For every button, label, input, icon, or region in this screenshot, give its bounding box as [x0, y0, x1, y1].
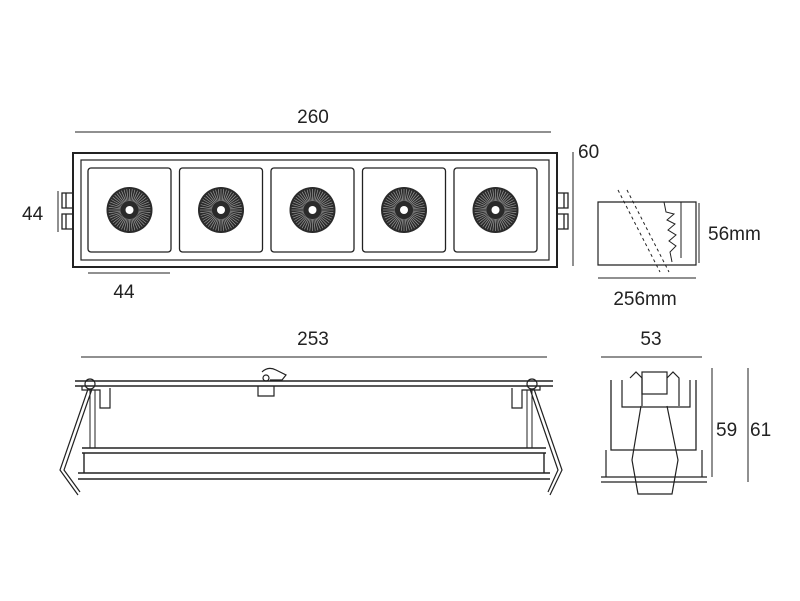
- end-spring-loop: [631, 405, 679, 495]
- end-top-block: [641, 371, 668, 395]
- lens-cell: [453, 167, 538, 253]
- lens-ribs: [108, 189, 151, 231]
- cutout-serrated-edge: [663, 201, 677, 263]
- dim-label-59: 59: [716, 420, 737, 441]
- lens-ribs: [291, 189, 334, 231]
- lens-cell-frame: [270, 167, 355, 253]
- lens-cell: [270, 167, 355, 253]
- dim-label-256mm: 256mm: [613, 289, 676, 310]
- left-clip-top: [61, 192, 73, 209]
- side-left-block: [81, 386, 111, 409]
- side-right-spring: [529, 388, 563, 496]
- frame-outer: [72, 152, 558, 268]
- lens-led: [125, 206, 134, 214]
- top-view: 260 60 44 44: [22, 107, 599, 303]
- lens-cell: [361, 167, 447, 253]
- dim-label-56mm: 56mm: [708, 224, 761, 245]
- side-left-spring: [59, 388, 93, 496]
- end-inner-housing: [621, 380, 691, 408]
- lens-led: [308, 206, 317, 214]
- lens-cell-frame: [87, 167, 172, 253]
- end-base: [601, 450, 707, 483]
- side-centre-screw: [262, 374, 270, 382]
- lens-cell: [178, 167, 264, 253]
- lens-led: [217, 206, 225, 214]
- frame-inner: [80, 159, 550, 261]
- lens-ribs: [383, 189, 425, 231]
- lens-cell: [87, 167, 172, 253]
- side-left-pivot: [84, 378, 96, 390]
- lens-led: [400, 206, 408, 214]
- right-clip-top: [557, 192, 569, 209]
- dim-label-61: 61: [750, 420, 771, 441]
- side-centre-bracket: [257, 367, 287, 397]
- end-view: 53 59 61: [601, 329, 771, 495]
- cutout-outline: [597, 201, 697, 266]
- right-clip-bottom: [557, 213, 569, 230]
- end-body-outline: [610, 380, 697, 451]
- lens-cell-frame: [453, 167, 538, 253]
- lens-ribs: [474, 189, 517, 231]
- side-right-block: [511, 386, 541, 409]
- side-body: [78, 447, 550, 480]
- dim-label-44-horizontal: 44: [113, 282, 135, 303]
- end-clip-posts: [629, 371, 680, 406]
- lens-led: [491, 206, 500, 214]
- dim-label-44-vertical: 44: [22, 204, 44, 225]
- lens-ribs: [200, 189, 242, 231]
- lens-cell-frame: [361, 167, 447, 253]
- lens-cell-frame: [178, 167, 264, 253]
- dim-label-60: 60: [578, 142, 599, 163]
- dim-label-53: 53: [640, 329, 661, 350]
- lens-cells: [87, 167, 538, 253]
- dim-label-253: 253: [297, 329, 329, 350]
- side-top-rail: [75, 380, 553, 387]
- cutout-view: 56mm 256mm: [597, 189, 761, 310]
- side-right-pivot: [526, 378, 538, 390]
- side-view: 253: [59, 329, 563, 496]
- dim-label-260: 260: [297, 107, 329, 128]
- side-struts: [89, 390, 533, 448]
- left-clip-bottom: [61, 213, 73, 230]
